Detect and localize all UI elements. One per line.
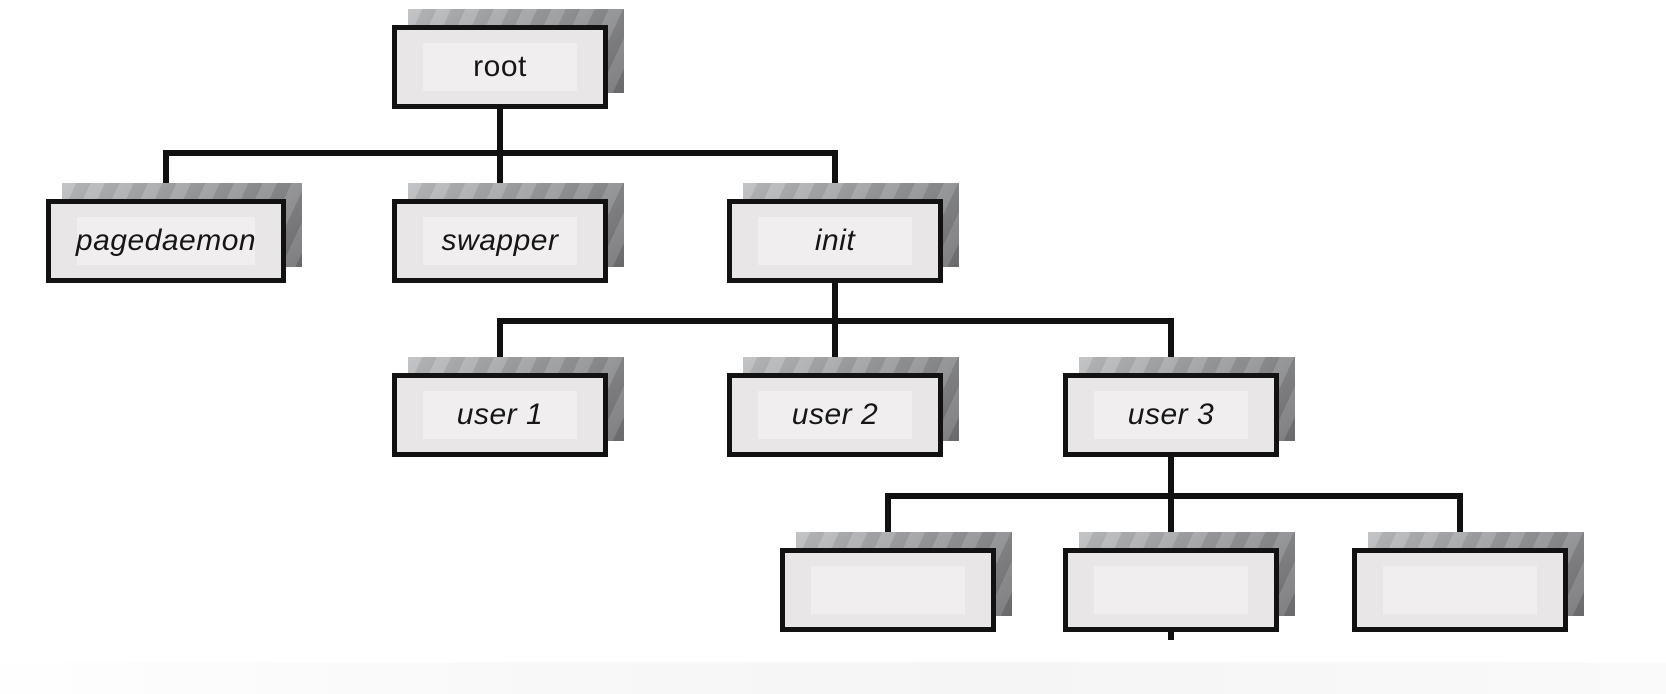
node-label: user 2	[791, 398, 879, 431]
node-face: user 3	[1063, 373, 1279, 457]
node-label: root	[473, 50, 527, 83]
process-node-root: root	[392, 9, 624, 109]
connector-user3-drop	[1168, 318, 1174, 373]
node-face	[780, 548, 996, 632]
node-face: swapper	[392, 199, 608, 283]
connector-child2-stub	[1168, 630, 1174, 640]
node-face	[1352, 548, 1568, 632]
node-label: user 1	[456, 398, 544, 431]
process-node-child1	[780, 532, 1012, 632]
connector-child1-drop	[885, 493, 891, 548]
process-node-swapper: swapper	[392, 183, 624, 283]
connector-pagedaemon-drop	[163, 150, 169, 199]
process-node-pagedaemon: pagedaemon	[46, 183, 302, 283]
connector-row3-horizontal	[885, 493, 1463, 499]
connector-init-drop	[832, 150, 838, 199]
node-face: pagedaemon	[46, 199, 286, 283]
node-label: pagedaemon	[75, 224, 257, 257]
connector-user1-drop	[497, 318, 503, 373]
page-bottom-scan-band	[0, 662, 1666, 694]
connector-user3-down	[1168, 457, 1174, 548]
process-node-user2: user 2	[727, 357, 959, 457]
node-face: root	[392, 25, 608, 109]
connector-row1-horizontal	[163, 150, 838, 156]
node-label: user 3	[1127, 398, 1215, 431]
process-node-init: init	[727, 183, 959, 283]
node-label: init	[814, 224, 856, 257]
node-label: swapper	[441, 224, 559, 257]
connector-child3-drop	[1457, 493, 1463, 548]
connector-row2-horizontal	[497, 318, 1174, 324]
process-node-user3: user 3	[1063, 357, 1295, 457]
connector-init-down	[832, 283, 838, 373]
process-node-child3	[1352, 532, 1584, 632]
node-face: user 1	[392, 373, 608, 457]
process-node-user1: user 1	[392, 357, 624, 457]
node-face: init	[727, 199, 943, 283]
node-face	[1063, 548, 1279, 632]
node-face: user 2	[727, 373, 943, 457]
process-node-child2	[1063, 532, 1295, 632]
